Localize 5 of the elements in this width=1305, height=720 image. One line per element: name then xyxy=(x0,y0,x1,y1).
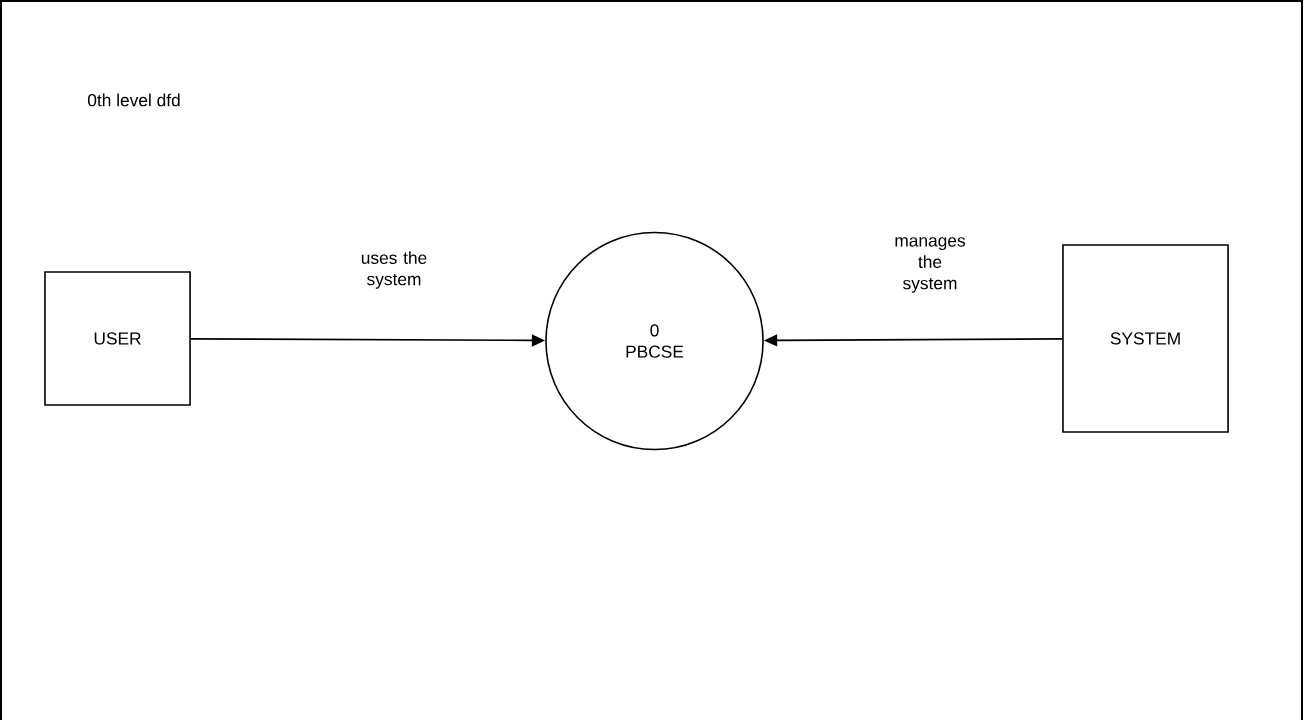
title: 0th level dfd xyxy=(87,93,180,107)
edge-label: manages the system xyxy=(895,237,966,293)
entity-box: USER xyxy=(44,271,191,406)
entity-box: SYSTEM xyxy=(1062,244,1229,433)
edge-label: uses the system xyxy=(361,251,427,289)
